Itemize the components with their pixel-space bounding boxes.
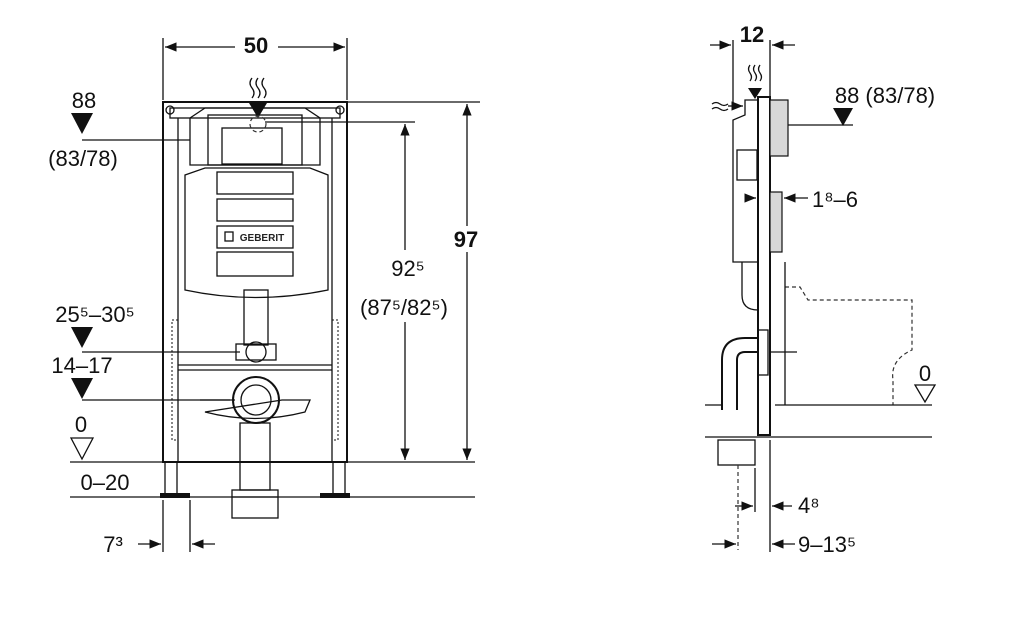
foot-offset-label: 7³ bbox=[103, 532, 123, 557]
side-top-level-label: 88 (83/78) bbox=[835, 83, 935, 108]
floor-range-label: 0–20 bbox=[81, 470, 130, 495]
level-marker-icon bbox=[71, 378, 93, 399]
floor-level-marker-icon bbox=[913, 384, 937, 404]
side-floor-level-label: 0 bbox=[919, 361, 931, 386]
width-dimension: 50 bbox=[162, 33, 348, 100]
level-marker-icon bbox=[71, 113, 93, 134]
top-level-label: 88 bbox=[72, 88, 96, 113]
floor-level-marker-icon bbox=[69, 437, 95, 461]
actuator-height-label: 92⁵ bbox=[391, 256, 425, 281]
frame bbox=[160, 101, 350, 498]
wall-gap-label: 1⁸–6 bbox=[812, 187, 858, 212]
depth-range-label: 9–13⁵ bbox=[798, 532, 856, 557]
pipe-offset-label: 4⁸ bbox=[798, 493, 820, 518]
total-height-label: 97 bbox=[454, 227, 478, 252]
width-label: 50 bbox=[244, 33, 268, 58]
front-view: 50 GEBERIT bbox=[48, 33, 484, 557]
drain-pipes bbox=[200, 289, 311, 519]
depth-label: 12 bbox=[740, 22, 764, 47]
top-level-alt-label: (83/78) bbox=[48, 146, 118, 171]
side-view: 12 88 (83/78) 1⁸–6 0 4⁸ bbox=[705, 22, 937, 557]
level-marker-icon bbox=[833, 108, 853, 126]
brand-logo: GEBERIT bbox=[240, 233, 284, 244]
cistern: GEBERIT bbox=[184, 77, 329, 299]
floor-level-label: 0 bbox=[75, 412, 87, 437]
drain-height-label: 25⁵–30⁵ bbox=[55, 302, 134, 327]
inlet-height-label: 14–17 bbox=[51, 353, 112, 378]
level-marker-icon bbox=[71, 327, 93, 348]
actuator-height-alt-label: (87⁵/82⁵) bbox=[360, 295, 448, 320]
